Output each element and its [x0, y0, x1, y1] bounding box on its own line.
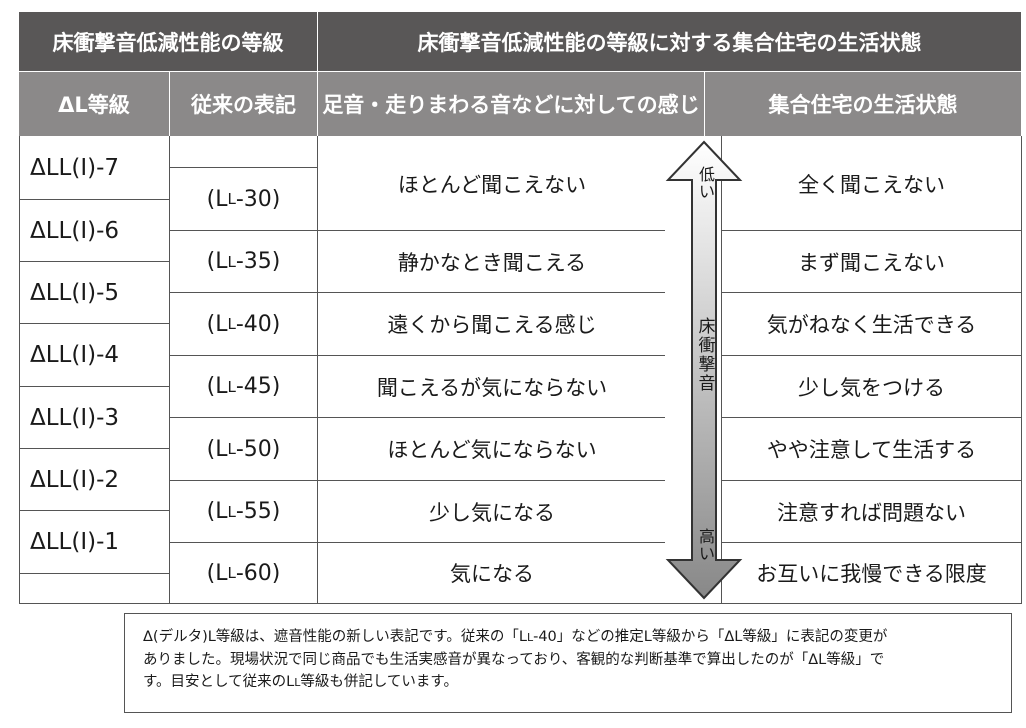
feel-text: 聞こえるが気にならない [376, 375, 608, 400]
dl-grade-7: ΔLL(Ⅰ)-7 [30, 155, 120, 181]
col-header-ll: 従来の表記 [170, 72, 317, 136]
double-arrow-icon [665, 140, 743, 600]
note-line-1: Δ(デルタ)L等級は、遮音性能の新しい表記です。従来の「LL-40」などの推定L… [143, 629, 888, 645]
note-box: Δ(デルタ)L等級は、遮音性能の新しい表記です。従来の「LL-40」などの推定L… [124, 613, 1012, 713]
feel-text: ほとんど気にならない [387, 438, 597, 462]
arrow-label-middle: 床衝撃音 [698, 317, 716, 394]
dl-grade-6: ΔLL(Ⅰ)-6 [30, 217, 120, 244]
dl-grade-3: ΔLL(Ⅰ)-3 [30, 404, 120, 431]
arrow-label-low: 低い [698, 165, 715, 201]
header-right-title: 床衝撃音低減性能の等級に対する集合住宅の生活状態 [318, 12, 1021, 71]
life-text: お互いに我慢できる限度 [756, 562, 987, 586]
arrow-label-high: 高い [698, 527, 715, 563]
note-line-2: ありました。現場状況で同じ商品でも生活実感音が異なっており、客観的な判断基準で算… [143, 652, 885, 668]
dl-grade-1: ΔLL(Ⅰ)-1 [30, 529, 120, 555]
dl-grade-2: ΔLL(Ⅰ)-2 [30, 466, 120, 493]
feel-text: 静かなとき聞こえる [397, 250, 587, 275]
life-text: 全く聞こえない [798, 172, 945, 197]
col-header-feel: 足音・走りまわる音などに対しての感じ [318, 72, 704, 136]
life-text: 少し気をつける [798, 375, 945, 400]
dl-grade-5: ΔLL(Ⅰ)-5 [30, 279, 120, 306]
col-header-dl: ΔL等級 [19, 72, 169, 136]
col-header-life: 集合住宅の生活状態 [705, 72, 1021, 136]
feel-text: 少し気になる [429, 500, 555, 525]
feel-text: ほとんど聞こえない [397, 172, 587, 197]
feel-text: 遠くから聞こえる感じ [387, 313, 597, 337]
note-line-3: す。目安として従来のLL等級も併記しています。 [143, 674, 458, 690]
life-text: 気がねなく生活できる [766, 313, 977, 337]
dl-grade-4: ΔLL(Ⅰ)-4 [30, 342, 120, 368]
feel-text: 気になる [450, 562, 534, 586]
life-text: まず聞こえない [798, 250, 945, 275]
life-text: 注意すれば問題ない [777, 500, 966, 525]
header-left-title: 床衝撃音低減性能の等級 [19, 12, 317, 71]
life-text: やや注意して生活する [766, 438, 977, 462]
